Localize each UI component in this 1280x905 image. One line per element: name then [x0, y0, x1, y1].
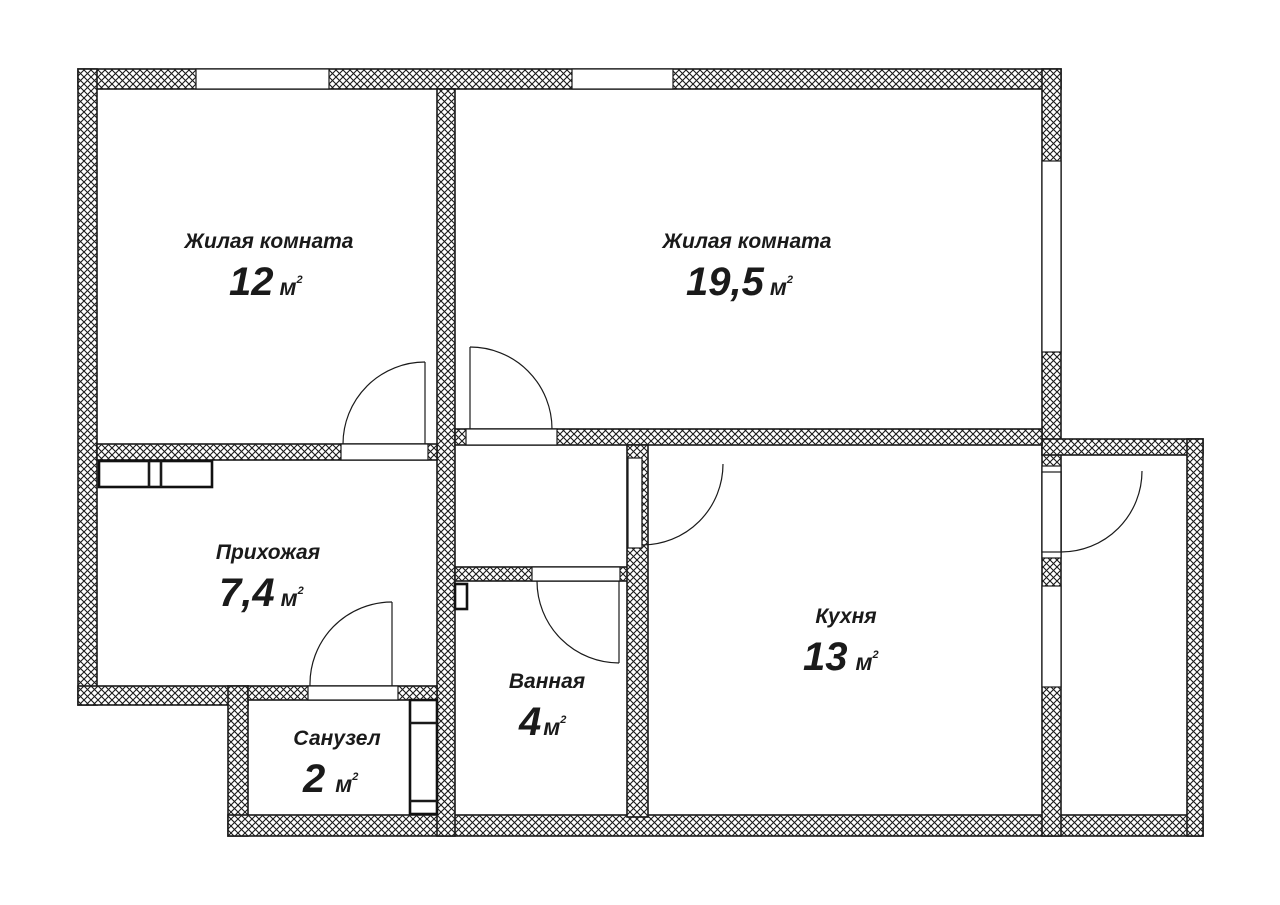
room-name: Жилая комната: [184, 230, 354, 253]
room-area: 4м2: [518, 700, 566, 744]
walls: [77, 68, 1204, 837]
hallway-wardrobe: [97, 459, 214, 489]
door-living-1[interactable]: [342, 361, 426, 445]
room-name: Санузел: [293, 727, 380, 750]
room-name: Ванная: [509, 670, 585, 693]
door-kitchen[interactable]: [641, 463, 724, 546]
room-name: Жилая комната: [662, 230, 832, 253]
door-toilet[interactable]: [309, 601, 393, 687]
window-1: [195, 68, 330, 90]
balcony-window-2: [1041, 585, 1062, 688]
room-name: Кухня: [815, 605, 876, 628]
door-openings: [307, 428, 1062, 701]
fixtures: [97, 459, 469, 816]
bathroom-fixture: [453, 582, 469, 611]
door-bathroom[interactable]: [536, 580, 620, 664]
door-living-2[interactable]: [469, 346, 553, 430]
toilet-stack: [408, 698, 439, 816]
door-balcony[interactable]: [1060, 470, 1143, 553]
room-bathroom: Ванная 4м2: [509, 670, 585, 744]
room-name: Прихожая: [216, 541, 320, 564]
door-swings: [309, 346, 1143, 687]
window-3: [1041, 160, 1062, 353]
window-2: [571, 68, 674, 90]
